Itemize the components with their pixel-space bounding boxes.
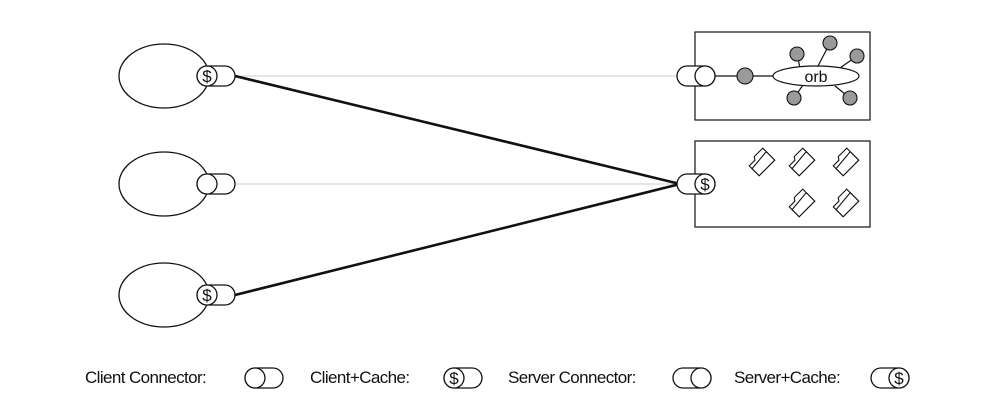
orb-node	[849, 48, 865, 64]
cache-symbol: $	[202, 67, 212, 86]
cache-symbol: $	[202, 286, 212, 305]
orb-ellipse	[772, 65, 860, 87]
server-connector	[676, 65, 716, 87]
cache-symbol: $	[449, 369, 459, 388]
legend-client-connector-symbol	[244, 367, 284, 389]
link-client3-server2	[234, 182, 681, 297]
server-node-1: orb	[676, 31, 871, 121]
orb-node	[736, 67, 754, 85]
client-cache-connector: $	[196, 65, 236, 87]
folder-icon	[748, 147, 776, 177]
server-cache-connector: $	[676, 173, 716, 195]
legend: Client Connector: Client+Cache: $ Server…	[85, 367, 910, 389]
orb-node	[842, 90, 858, 106]
link-client1-server2	[234, 74, 681, 186]
orb-label: orb	[804, 69, 827, 86]
client-ellipse	[118, 151, 210, 217]
legend-client-cache-symbol: $	[443, 367, 483, 389]
legend-server-cache-label: Server+Cache:	[734, 368, 840, 387]
legend-server-connector-label: Server Connector:	[508, 368, 636, 387]
client-cache-connector: $	[196, 284, 236, 306]
folder-icons	[748, 147, 860, 218]
cache-symbol: $	[700, 175, 710, 194]
client-ellipse	[118, 43, 210, 109]
folder-icon	[832, 188, 860, 218]
legend-server-connector-symbol	[672, 367, 712, 389]
folder-icon	[788, 188, 816, 218]
orb-node	[786, 90, 802, 106]
folder-icon	[788, 147, 816, 177]
legend-client-cache-label: Client+Cache:	[310, 368, 409, 387]
client-ellipse	[118, 262, 210, 328]
legend-client-connector-label: Client Connector:	[85, 368, 206, 387]
orb-node	[822, 35, 838, 51]
cache-symbol: $	[894, 369, 904, 388]
client-node-1: $	[118, 43, 236, 109]
server-node-2: $	[676, 140, 871, 228]
client-node-2	[118, 151, 236, 217]
legend-server-cache-symbol: $	[870, 367, 910, 389]
orb-network: orb	[715, 35, 865, 106]
client-connector	[196, 173, 236, 195]
folder-icon	[832, 147, 860, 177]
client-node-3: $	[118, 262, 236, 328]
orb-node	[789, 46, 805, 62]
